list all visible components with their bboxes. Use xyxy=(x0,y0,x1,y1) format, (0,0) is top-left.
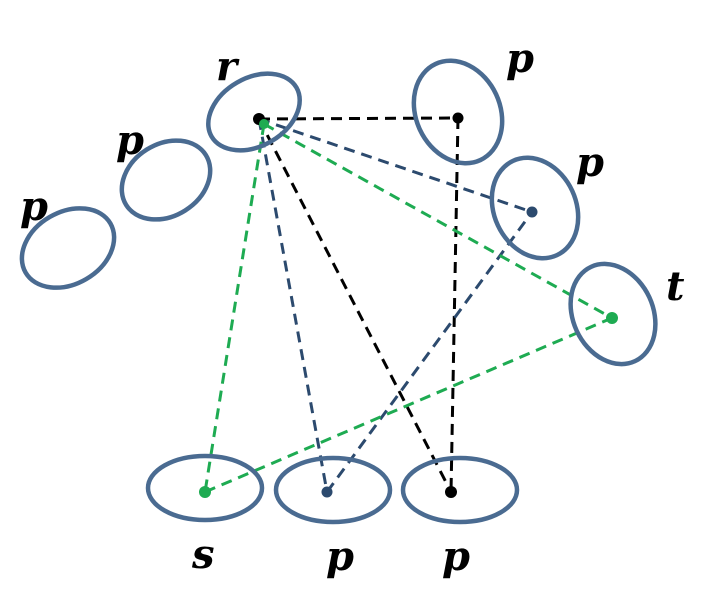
node-p5-label: p xyxy=(326,533,354,580)
edges-layer xyxy=(203,116,613,494)
node-labels: r p p p p t s p p xyxy=(20,35,685,580)
node-s-ellipse xyxy=(145,453,265,523)
node-p6-label: p xyxy=(442,533,470,580)
node-p3-dot xyxy=(452,112,464,124)
node-ellipses xyxy=(19,58,658,525)
edge-r-p3 xyxy=(258,116,459,121)
node-p1-ellipse xyxy=(119,138,213,222)
node-p3-label: p xyxy=(506,35,534,82)
edge-p5-p4 xyxy=(325,211,534,493)
node-t-ellipse xyxy=(568,261,658,367)
edge-r-t xyxy=(263,122,613,320)
node-t-dot xyxy=(606,312,618,324)
edge-r-p4 xyxy=(258,117,533,214)
node-p4-ellipse xyxy=(489,155,581,261)
node-r-label: r xyxy=(216,43,240,90)
node-r-dot-green xyxy=(259,119,269,129)
node-s-dot xyxy=(199,486,211,498)
node-p5-ellipse xyxy=(273,455,393,525)
node-t-label: t xyxy=(666,263,685,310)
node-p3-ellipse xyxy=(411,58,505,166)
node-p1-label: p xyxy=(116,117,144,164)
edge-r-p6 xyxy=(257,118,453,493)
node-p4-label: p xyxy=(576,139,604,186)
edge-r-s xyxy=(203,123,266,493)
node-p6-dot xyxy=(445,486,457,498)
node-s-label: s xyxy=(191,531,215,578)
node-p5-dot xyxy=(321,486,333,498)
node-r-ellipse xyxy=(206,71,302,153)
edge-s-t xyxy=(204,316,613,494)
node-p6-ellipse xyxy=(400,455,520,525)
node-p2-ellipse xyxy=(19,206,117,290)
node-dots xyxy=(199,112,618,498)
edge-p3-p6 xyxy=(449,117,460,493)
node-p2-label: p xyxy=(20,183,48,230)
edge-r-p5 xyxy=(257,118,329,493)
node-p4-dot xyxy=(526,206,538,218)
